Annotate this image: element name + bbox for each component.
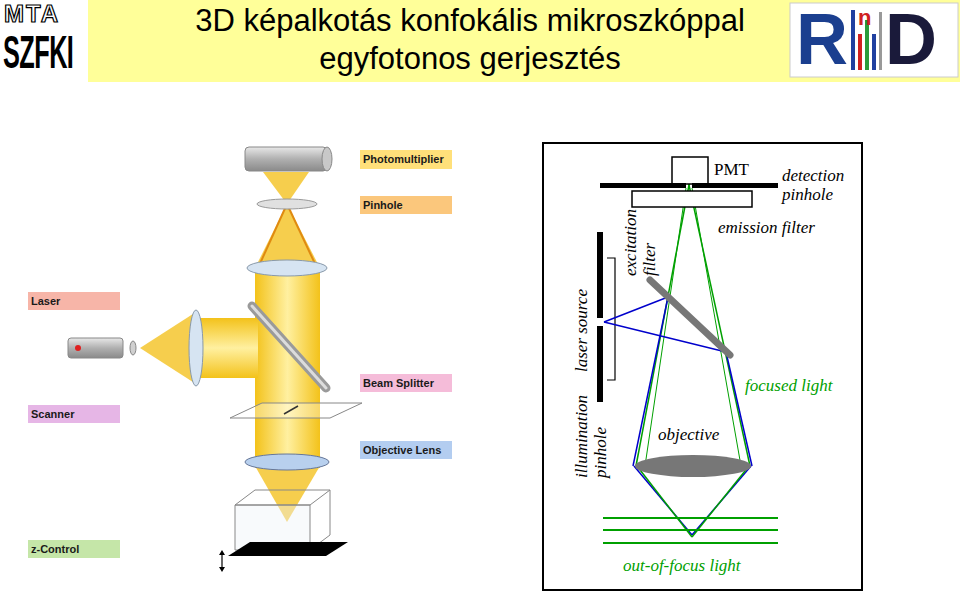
header-band-part xyxy=(790,3,958,77)
light-label: out-of-focus light xyxy=(623,556,741,576)
microscope-illustration-part xyxy=(140,312,196,384)
label-text: Pinhole xyxy=(360,196,452,214)
label-text: z-Control xyxy=(28,540,120,558)
microscope-illustration-part xyxy=(322,147,332,171)
confocal-schematic-part xyxy=(672,157,708,184)
microscope-illustration-part xyxy=(245,147,327,171)
microscope-illustration-part xyxy=(75,345,81,351)
confocal-schematic-part xyxy=(603,529,778,531)
part-label: Beam Splitter xyxy=(360,374,452,392)
logo-text: SZFKI xyxy=(3,28,73,76)
microscope-illustration-part xyxy=(258,204,287,268)
logo-bars-part xyxy=(858,34,862,70)
confocal-schematic-part xyxy=(543,143,862,590)
label-text: Objective Lens xyxy=(360,441,452,459)
part-label: Pinhole xyxy=(360,196,452,214)
confocal-schematic-part xyxy=(597,326,603,402)
confocal-schematic-part xyxy=(645,188,686,466)
microscope-illustration-part xyxy=(284,406,298,414)
confocal-schematic-part xyxy=(603,517,778,519)
microscope-illustration-part xyxy=(196,318,258,378)
microscope-illustration-part xyxy=(245,454,329,470)
microscope-illustration-part xyxy=(219,567,225,572)
logo-bars-part xyxy=(851,10,855,70)
microscope-illustration-part xyxy=(235,490,330,505)
logo-bars-part xyxy=(872,34,876,70)
part-label: z-Control xyxy=(28,540,120,558)
microscope-illustration-part xyxy=(287,204,317,268)
confocal-schematic-part xyxy=(603,542,778,544)
label-text: Photomultiplier xyxy=(360,150,452,168)
microscope-illustration xyxy=(68,147,362,572)
microscope-illustration-part xyxy=(219,550,225,555)
microscope-illustration-part xyxy=(252,306,326,388)
microscope-illustration-part xyxy=(247,260,327,276)
part-label: Objective Lens xyxy=(360,441,452,459)
part-name: objective xyxy=(658,425,719,445)
logo-text: n xyxy=(858,6,871,30)
microscope-illustration-part xyxy=(230,403,362,418)
part-name: excitation filter xyxy=(621,190,659,276)
part-name: illumination pinhole xyxy=(572,386,610,478)
microscope-illustration-part xyxy=(310,490,330,550)
microscope-illustration-part xyxy=(255,204,320,268)
microscope-illustration-part xyxy=(257,199,317,209)
header-band-part xyxy=(0,0,88,82)
confocal-schematic-part xyxy=(726,352,752,466)
confocal-schematic-part xyxy=(600,183,686,188)
microscope-illustration-part xyxy=(130,341,136,355)
confocal-schematic xyxy=(543,143,862,590)
microscope-illustration-part xyxy=(252,306,326,388)
microscope-illustration-part xyxy=(228,542,348,556)
part-label: Photomultiplier xyxy=(360,150,452,169)
label-text: Laser xyxy=(28,292,120,310)
page-title: 3D képalkotás konfokális mikroszkóppal e… xyxy=(170,2,770,78)
header-band xyxy=(0,0,960,82)
confocal-schematic-part xyxy=(597,232,603,318)
part-label: Laser xyxy=(28,292,120,310)
part-name: emission filter xyxy=(718,218,815,238)
confocal-schematic-part xyxy=(632,191,752,207)
part-name: detection pinhole xyxy=(782,166,858,204)
light-label: focused light xyxy=(745,376,832,396)
label-text: Scanner xyxy=(28,405,120,423)
logo-text: MTA xyxy=(4,0,60,28)
microscope-illustration-part xyxy=(189,310,203,386)
logo-text: R xyxy=(796,2,848,76)
label-text: Beam Splitter xyxy=(360,374,452,392)
part-name: laser source xyxy=(572,262,591,372)
confocal-schematic-part xyxy=(604,297,668,322)
confocal-schematic-part xyxy=(650,280,730,355)
microscope-illustration-part xyxy=(68,338,123,358)
confocal-schematic-part xyxy=(635,455,751,477)
header-band-part xyxy=(0,0,960,82)
logo-text: D xyxy=(885,2,937,76)
part-name: PMT xyxy=(714,160,749,180)
logo-bars-part xyxy=(879,12,882,70)
confocal-schematic-part xyxy=(692,183,778,188)
part-label: Scanner xyxy=(28,405,120,423)
